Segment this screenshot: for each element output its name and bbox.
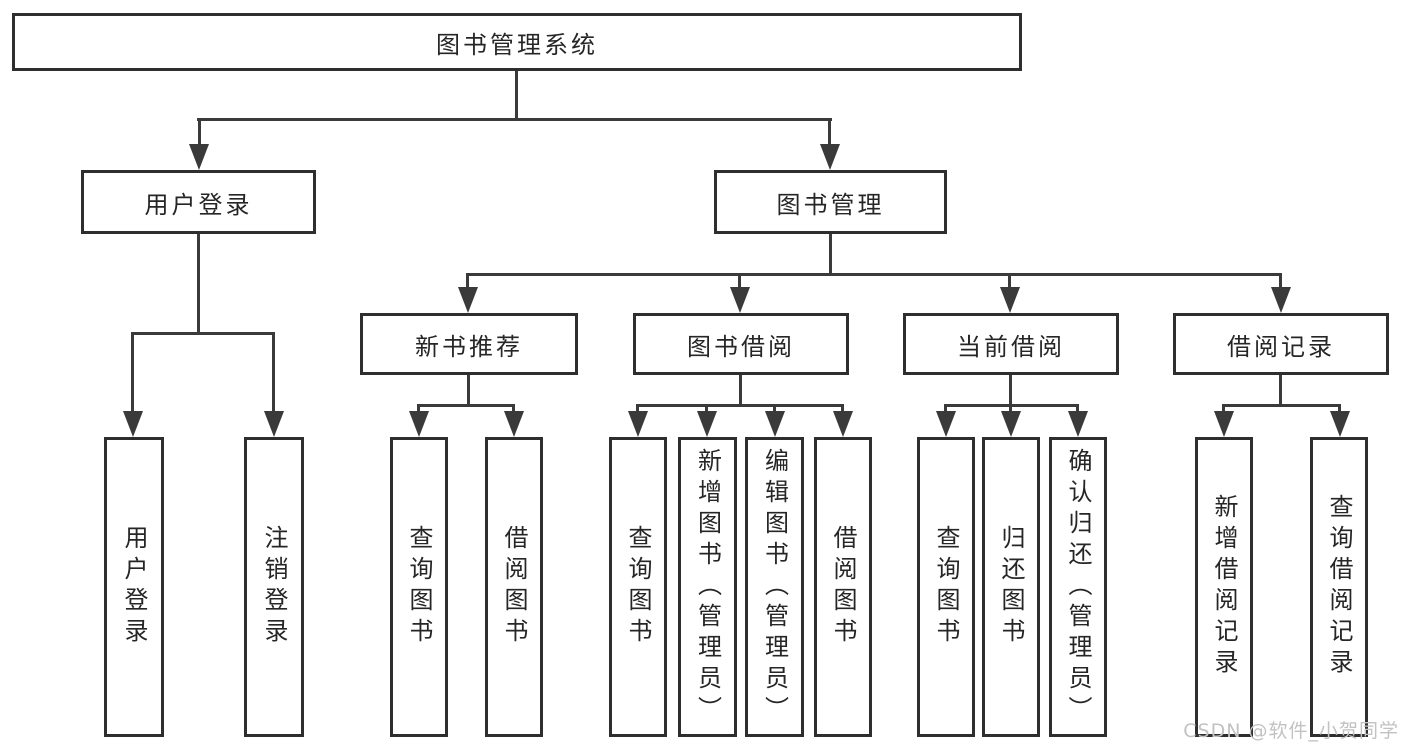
connector-arrow-line: [512, 404, 515, 416]
node-user-login: 用户登录: [81, 170, 316, 234]
arrowhead-down-icon: [1000, 287, 1020, 313]
leaf-logout: 注销登录: [244, 437, 304, 737]
arrowhead-down-icon: [936, 411, 956, 437]
leaf-label: 用户登录: [120, 525, 148, 649]
node-root: 图书管理系统: [12, 13, 1022, 71]
connector-arrow-line: [1222, 404, 1225, 416]
leaf-br-add-record: 新增借阅记录: [1195, 437, 1253, 737]
connector-arrow-line: [841, 404, 844, 416]
arrowhead-down-icon: [628, 411, 648, 437]
node-current-borrow: 当前借阅: [903, 313, 1119, 375]
connector-arrow-line: [466, 273, 469, 291]
arrowhead-down-icon: [504, 411, 524, 437]
arrowhead-down-icon: [189, 144, 209, 170]
node-borrow-record: 借阅记录: [1173, 313, 1389, 375]
connector-arrow-line: [417, 404, 420, 416]
arrowhead-down-icon: [123, 411, 143, 437]
node-label: 新书推荐: [415, 332, 523, 361]
connector-nbr-rail: [417, 404, 515, 407]
connector-bookmgmt-stem: [829, 234, 832, 275]
connector-arrow-line: [944, 404, 947, 416]
connector-arrow-line: [272, 332, 275, 414]
arrowhead-down-icon: [409, 411, 429, 437]
leaf-nbr-borrow-books: 借阅图书: [485, 437, 543, 737]
node-label: 图书管理: [776, 190, 885, 219]
connector-arrow-line: [738, 273, 741, 291]
leaf-cb-confirm-return-admin: 确认归还（管理员）: [1049, 437, 1107, 737]
leaf-bb-edit-book-admin: 编辑图书（管理员）: [745, 437, 804, 737]
leaf-br-query-record: 查询借阅记录: [1310, 437, 1368, 737]
leaf-label: 归还图书: [997, 525, 1025, 649]
leaf-label: 确认归还（管理员）: [1064, 447, 1092, 727]
connector-br-rail: [1222, 404, 1340, 407]
connector-arrow-line: [198, 118, 201, 146]
connector-arrow-line: [1008, 273, 1011, 291]
node-label: 用户登录: [144, 190, 253, 219]
connector-arrow-line: [1338, 404, 1341, 416]
connector-userlogin-stem: [197, 234, 200, 334]
arrowhead-down-icon: [765, 411, 785, 437]
connector-arrow-line: [131, 332, 134, 414]
node-label: 当前借阅: [957, 332, 1065, 361]
connector-cb-stem: [1009, 375, 1012, 406]
arrowhead-down-icon: [730, 287, 750, 313]
arrowhead-down-icon: [1214, 411, 1234, 437]
leaf-bb-add-book-admin: 新增图书（管理员）: [678, 437, 737, 737]
leaf-label: 借阅图书: [829, 525, 857, 649]
leaf-label: 借阅图书: [500, 525, 528, 649]
leaf-label: 查询图书: [932, 525, 960, 649]
arrowhead-down-icon: [820, 144, 840, 170]
connector-bb-stem: [739, 375, 742, 406]
leaf-bb-query-books: 查询图书: [609, 437, 667, 737]
csdn-watermark: CSDN @软件_小贺同学: [1183, 720, 1399, 742]
arrowhead-down-icon: [697, 411, 717, 437]
connector-nbr-stem: [467, 375, 470, 406]
node-label: 借阅记录: [1227, 332, 1335, 361]
leaf-cb-query-books: 查询图书: [917, 437, 975, 737]
connector-arrow-line: [828, 118, 831, 146]
connector-br-stem: [1279, 375, 1282, 406]
connector-userlogin-rail: [131, 332, 275, 335]
connector-arrow-line: [773, 404, 776, 416]
arrowhead-down-icon: [833, 411, 853, 437]
node-book-management: 图书管理: [714, 170, 947, 234]
node-label: 图书管理系统: [436, 30, 598, 59]
connector-arrow-line: [636, 404, 639, 416]
connector-arrow-line: [1076, 404, 1079, 416]
arrowhead-down-icon: [458, 287, 478, 313]
leaf-label: 编辑图书（管理员）: [760, 447, 789, 727]
leaf-label: 新增借阅记录: [1210, 494, 1238, 680]
leaf-user-login: 用户登录: [104, 437, 164, 737]
connector-bb-rail: [636, 404, 843, 407]
node-new-book-recommend: 新书推荐: [360, 313, 578, 375]
connector-arrow-line: [1009, 404, 1012, 416]
leaf-label: 查询借阅记录: [1325, 494, 1353, 680]
leaf-cb-return-books: 归还图书: [982, 437, 1040, 737]
connector-root-stem: [515, 71, 518, 120]
node-book-borrow: 图书借阅: [633, 313, 849, 375]
arrowhead-down-icon: [1001, 411, 1021, 437]
arrowhead-down-icon: [1068, 411, 1088, 437]
leaf-bb-borrow-books: 借阅图书: [814, 437, 872, 737]
connector-bookmgmt-rail: [466, 273, 1282, 276]
leaf-label: 查询图书: [624, 525, 652, 649]
connector-root-rail: [197, 118, 832, 121]
connector-arrow-line: [1279, 273, 1282, 291]
arrowhead-down-icon: [1330, 411, 1350, 437]
node-label: 图书借阅: [687, 332, 795, 361]
connector-arrow-line: [705, 404, 708, 416]
leaf-label: 新增图书（管理员）: [693, 447, 722, 727]
leaf-nbr-query-books: 查询图书: [390, 437, 448, 737]
arrowhead-down-icon: [264, 411, 284, 437]
arrowhead-down-icon: [1271, 287, 1291, 313]
leaf-label: 注销登录: [260, 525, 288, 649]
leaf-label: 查询图书: [405, 525, 433, 649]
